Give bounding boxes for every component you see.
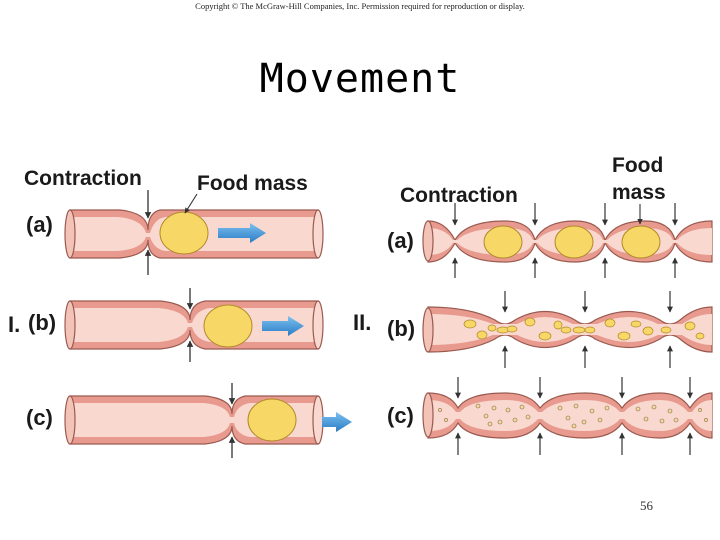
page-number: 56: [640, 498, 653, 513]
panel-two-food-mass-label: Food mass: [612, 154, 666, 204]
food-fragments: [463, 317, 705, 341]
panel-one-food-mass-label: Food mass: [197, 172, 308, 195]
panel-one-step-b-label: (b): [28, 310, 57, 335]
panel-two-step-c-label: (c): [387, 403, 414, 428]
panel-one-step-a-label: (a): [26, 212, 53, 237]
direction-arrow: [322, 412, 352, 432]
peristalsis-tube-c: [64, 383, 352, 458]
panel-two-contraction-label: Contraction: [400, 184, 518, 207]
food-mass-bolus: [247, 398, 297, 442]
panel-two-step-b-label: (b): [387, 316, 416, 341]
food-mass-bolus: [554, 225, 594, 259]
slide-title: Movement: [259, 56, 461, 102]
panel-one-roman-label: I.: [8, 312, 21, 337]
peristalsis-tube-b: [64, 288, 324, 362]
panel-one-step-c-label: (c): [26, 405, 53, 430]
direction-arrow: [262, 316, 304, 336]
panel-two-roman-label: II.: [353, 310, 372, 335]
segmentation-tube-b: [422, 291, 713, 368]
copyright-notice: Copyright © The McGraw-Hill Companies, I…: [195, 1, 525, 11]
food-mass-bolus: [621, 225, 661, 259]
segmentation-tube-c: [422, 377, 713, 455]
food-mass-bolus: [203, 304, 253, 348]
direction-arrow: [218, 223, 266, 243]
food-mass-bolus: [159, 211, 209, 255]
food-particles: [438, 403, 708, 429]
panel-one-contraction-label: Contraction: [24, 167, 142, 190]
peristalsis-tube-a: [64, 190, 324, 275]
food-mass-bolus: [483, 225, 523, 259]
panel-two-step-a-label: (a): [387, 228, 414, 253]
segmentation-tube-a: [422, 203, 713, 278]
